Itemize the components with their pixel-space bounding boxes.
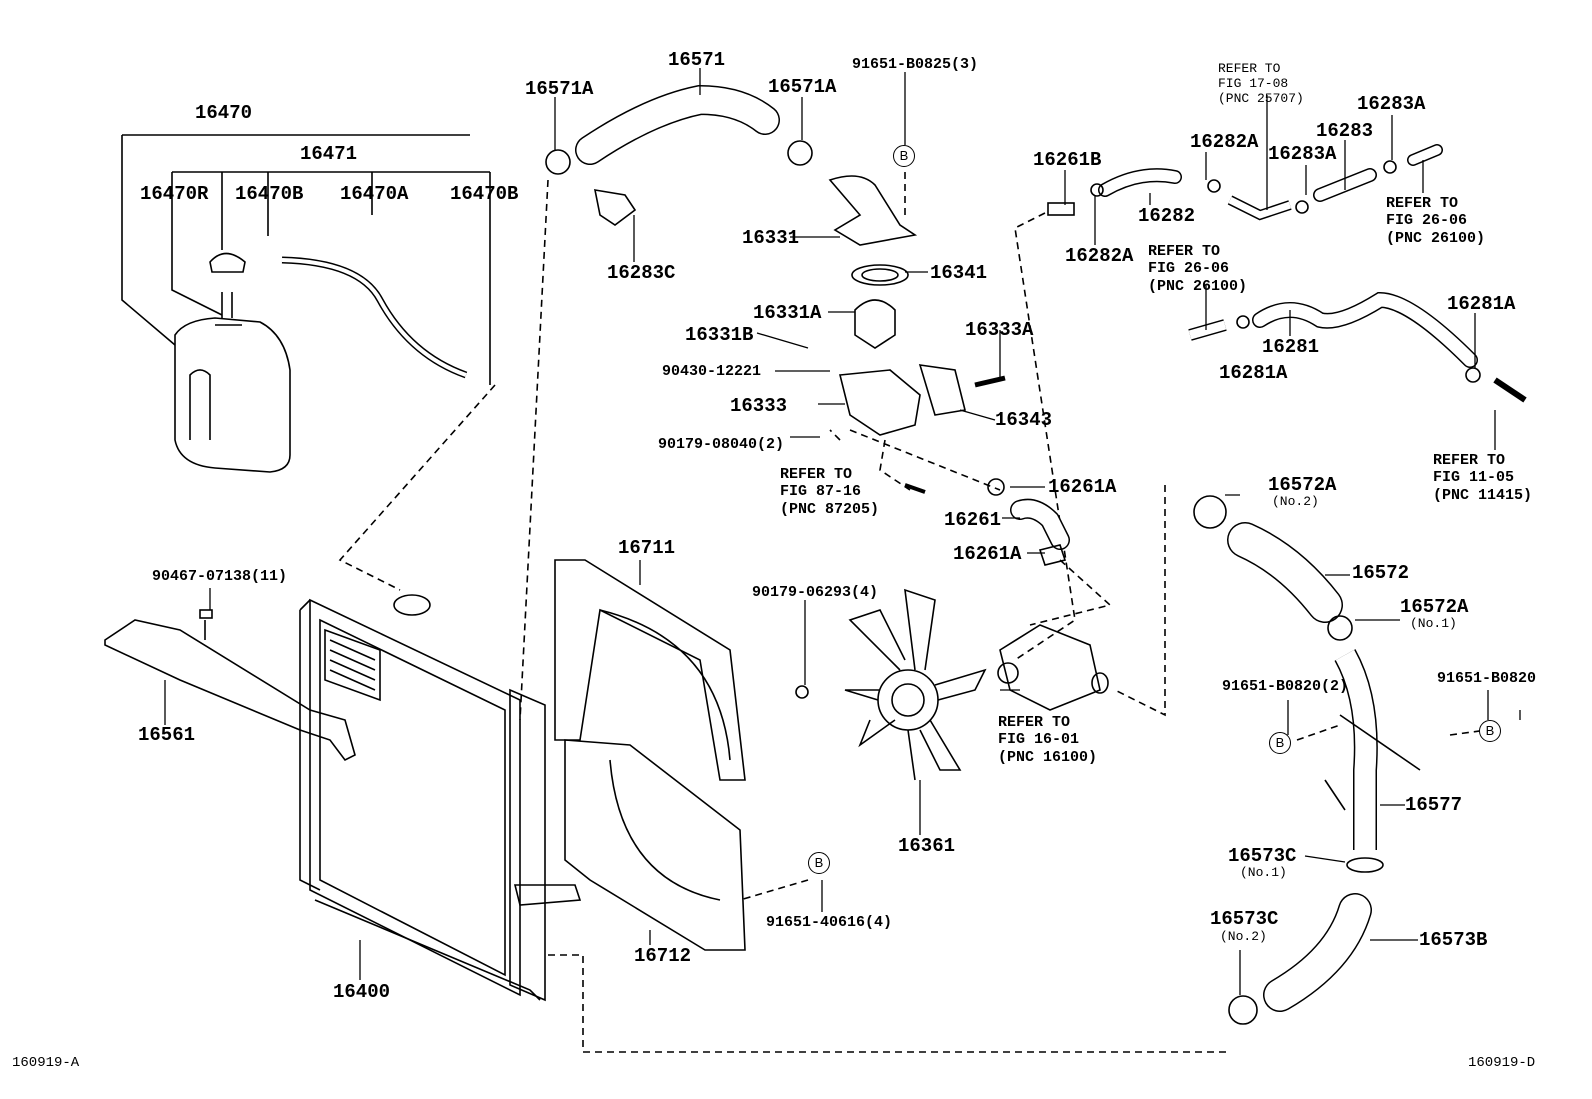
cooling-fan [795, 588, 987, 781]
part-number-label: 16283A [1357, 93, 1426, 115]
part-number-label: 90179-06293(4) [752, 584, 879, 601]
heater-hoses [1047, 144, 1527, 403]
part-number-label: 16333A [965, 319, 1034, 341]
reference-note: REFER TO FIG 16-01 (PNC 16100) [998, 714, 1098, 766]
fan-shroud [554, 559, 746, 951]
part-number-label: 16470A [340, 183, 409, 205]
part-number-label: 16470R [140, 183, 209, 205]
part-number-label: 16331B [685, 324, 754, 346]
part-number-label: 16361 [898, 835, 956, 857]
part-number-label: 16572A [1268, 474, 1337, 496]
part-number-label: 16331 [742, 227, 800, 249]
part-number-label: 16341 [930, 262, 988, 284]
reference-note: REFER TO FIG 26-06 (PNC 26100) [1386, 195, 1486, 247]
part-number-label: 16261 [944, 509, 1002, 531]
part-number-label: 16281 [1262, 336, 1320, 358]
part-number-label: 16400 [333, 981, 391, 1003]
part-number-label: 16571 [668, 49, 726, 71]
radiator-support [104, 609, 356, 762]
reference-note: REFER TO FIG 11-05 (PNC 11415) [1433, 452, 1533, 504]
part-number-label: 16261A [953, 543, 1022, 565]
reference-badge-b: B [808, 852, 830, 874]
part-number-label: 16282A [1065, 245, 1134, 267]
dashed-connectors [338, 172, 1488, 1053]
reference-note: REFER TO FIG 26-06 (PNC 26100) [1148, 243, 1248, 295]
part-number-label: 16711 [618, 537, 676, 559]
part-number-label: 16571A [768, 76, 837, 98]
figure-code-left: 160919-A [12, 1055, 80, 1071]
part-number-label: 16470B [235, 183, 304, 205]
part-number-label: 16470B [450, 183, 519, 205]
part-variant-label: (No.2) [1272, 494, 1319, 509]
part-number-label: 90179-08040(2) [658, 436, 785, 453]
part-number-label: 16577 [1405, 794, 1463, 816]
part-number-label: 16573B [1419, 929, 1488, 951]
part-number-label: 16331A [753, 302, 822, 324]
radiator [299, 594, 582, 1002]
part-number-label: 91651-B0820 [1437, 670, 1537, 687]
part-number-label: 16571A [525, 78, 594, 100]
part-variant-label: (No.1) [1410, 616, 1457, 631]
part-number-label: 16573C [1228, 845, 1297, 867]
part-number-label: 16470 [195, 102, 253, 124]
reservoir-tank [174, 252, 468, 473]
part-number-label: 16343 [995, 409, 1053, 431]
part-number-label: 16261A [1048, 476, 1117, 498]
part-number-label: 16261B [1033, 149, 1102, 171]
part-number-label: 16573C [1210, 908, 1279, 930]
part-number-label: 16572 [1352, 562, 1410, 584]
part-number-label: 16712 [634, 945, 692, 967]
part-number-label: 16333 [730, 395, 788, 417]
reference-badge-b: B [893, 145, 915, 167]
part-number-label: 16282 [1138, 205, 1196, 227]
part-number-label: 90430-12221 [662, 363, 762, 380]
figure-code-right: 160919-D [1468, 1055, 1536, 1071]
part-number-label: 16283C [607, 262, 676, 284]
reference-badge-b: B [1269, 732, 1291, 754]
part-number-label: 91651-B0820(2) [1222, 678, 1349, 695]
reference-badge-b: B [1479, 720, 1501, 742]
lower-hoses [1193, 495, 1421, 1025]
leader-lines [164, 68, 1521, 995]
part-variant-label: (No.2) [1220, 929, 1267, 944]
reference-note: REFER TO FIG 17-08 (PNC 25707) [1218, 61, 1304, 106]
part-number-label: 90467-07138(11) [152, 568, 288, 585]
part-number-label: 16561 [138, 724, 196, 746]
reference-note: REFER TO FIG 87-16 (PNC 87205) [780, 466, 880, 518]
part-number-label: 16281A [1447, 293, 1516, 315]
part-number-label: 16471 [300, 143, 358, 165]
part-number-label: 16283A [1268, 143, 1337, 165]
part-number-label: 16572A [1400, 596, 1469, 618]
part-number-label: 16281A [1219, 362, 1288, 384]
part-number-label: 91651-40616(4) [766, 914, 893, 931]
part-number-label: 91651-B0825(3) [852, 56, 979, 73]
part-number-label: 16283 [1316, 120, 1374, 142]
reservoir-group-lines [121, 134, 491, 385]
water-pump [904, 478, 1109, 711]
part-number-label: 16282A [1190, 131, 1259, 153]
part-variant-label: (No.1) [1240, 865, 1287, 880]
